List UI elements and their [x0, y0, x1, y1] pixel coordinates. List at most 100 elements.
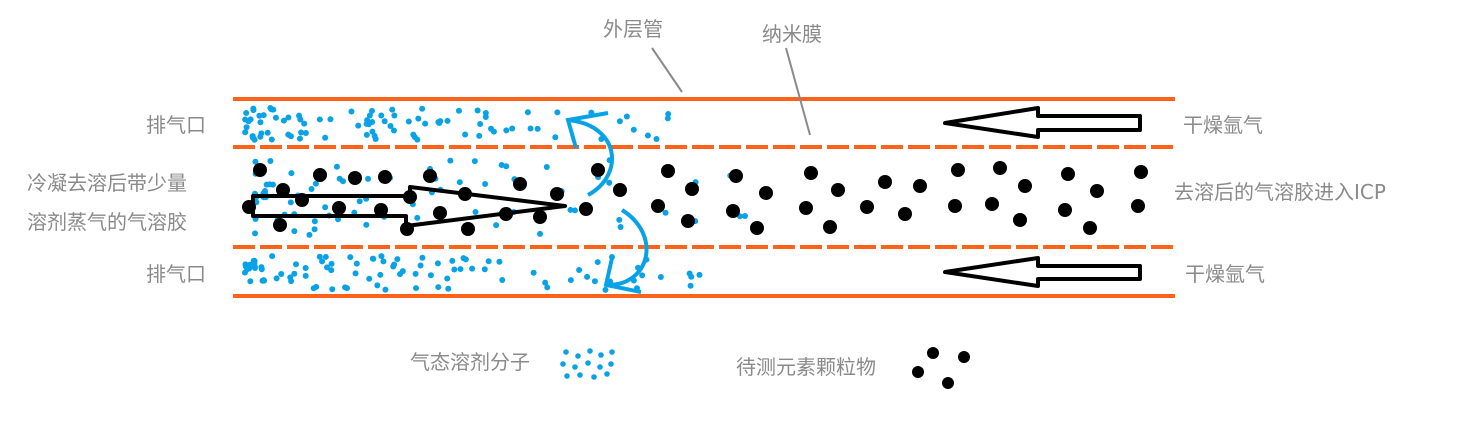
legend-particle-label: 待测元素颗粒物: [736, 355, 876, 379]
solvent-molecule: [617, 224, 624, 231]
solvent-molecule: [542, 279, 549, 286]
solvent-molecule: [447, 157, 454, 164]
solvent-molecule: [602, 286, 609, 293]
legend-solvent-label: 气态溶剂分子: [410, 350, 530, 374]
exhaust-top-label: 排气口: [146, 113, 206, 137]
solvent-molecule: [264, 129, 271, 136]
solvent-molecule: [257, 119, 264, 126]
solvent-molecule: [288, 170, 295, 177]
solvent-molecule: [368, 107, 375, 114]
legend-particle-swatch: [912, 347, 970, 389]
solvent-molecule: [310, 285, 317, 292]
solvent-molecule: [554, 109, 561, 116]
solvent-molecule: [250, 107, 257, 114]
legend-solvent-dot: [604, 371, 610, 377]
solvent-molecule: [306, 231, 313, 238]
solvent-molecule: [352, 270, 359, 277]
solvent-molecule: [567, 277, 574, 284]
solvent-molecule: [372, 135, 379, 142]
input-aerosol-label-1: 冷凝去溶后带少量: [27, 171, 187, 195]
legend-solvent-dot: [572, 364, 578, 370]
solvent-molecule: [493, 222, 500, 229]
analyte-particle: [1013, 213, 1027, 227]
solvent-molecule: [365, 175, 372, 182]
solvent-molecule: [347, 254, 354, 261]
solvent-molecule: [623, 113, 630, 120]
solvent-molecule: [544, 284, 551, 291]
solvent-molecule: [405, 118, 412, 125]
solvent-molecule: [644, 132, 651, 139]
solvent-molecule: [258, 264, 265, 271]
output-label: 去溶后的气溶胶进入ICP: [1174, 180, 1386, 204]
legend-solvent-dot: [575, 353, 581, 359]
solvent-molecule: [456, 179, 463, 186]
analyte-particle: [729, 169, 743, 183]
analyte-particle: [591, 163, 605, 177]
analyte-particle: [348, 171, 362, 185]
solvent-molecule: [477, 120, 484, 127]
solvent-molecule: [530, 269, 537, 276]
solvent-molecule: [741, 213, 748, 220]
solvent-molecule: [657, 274, 664, 281]
solvent-molecule: [503, 163, 510, 170]
solvent-molecule: [415, 115, 422, 122]
solvent-molecule: [311, 226, 318, 233]
legend-solvent-dot: [609, 349, 615, 355]
analyte-particle: [513, 177, 527, 191]
legend-solvent-dot: [563, 349, 569, 355]
analyte-particle: [685, 182, 699, 196]
analyte-particle: [613, 183, 627, 197]
solvent-molecule: [242, 261, 249, 268]
solvent-molecule: [377, 271, 384, 278]
solvent-molecule: [482, 113, 489, 120]
solvent-molecule: [537, 230, 544, 237]
solvent-molecule: [366, 112, 373, 119]
analyte-particle: [860, 200, 874, 214]
analyte-particle: [823, 220, 837, 234]
solvent-molecule: [378, 112, 385, 119]
analyte-particle: [313, 168, 327, 182]
solvent-molecule: [302, 264, 309, 271]
solvent-molecule: [390, 263, 397, 270]
solvent-molecule: [471, 158, 478, 165]
analyte-particle: [759, 186, 773, 200]
solvent-molecule: [445, 285, 452, 292]
solvent-molecule: [278, 270, 285, 277]
solvent-molecule: [247, 278, 254, 285]
solvent-molecule: [381, 118, 388, 125]
solvent-molecule: [285, 131, 292, 138]
solvent-molecule: [311, 218, 318, 225]
analyte-particle: [550, 187, 564, 201]
solvent-molecule: [316, 116, 323, 123]
solvent-molecule: [391, 112, 398, 119]
analyte-particle: [951, 163, 965, 177]
solvent-molecule: [419, 105, 426, 112]
solvent-molecule: [616, 118, 623, 125]
solvent-molecule: [363, 131, 370, 138]
solvent-molecule: [665, 111, 672, 118]
solvent-molecule: [249, 133, 256, 140]
solvent-molecule: [257, 133, 264, 140]
solvent-molecule: [250, 257, 257, 264]
solvent-molecule: [434, 260, 441, 267]
solvent-molecule: [476, 132, 483, 139]
solvent-molecule: [412, 270, 419, 277]
solvent-molecule: [543, 164, 550, 171]
analyte-particle: [1058, 203, 1072, 217]
solvent-molecule: [451, 266, 458, 273]
argon-bottom-label: 干燥氩气: [1185, 262, 1265, 286]
analyte-particle: [423, 169, 437, 183]
solvent-molecule: [382, 286, 389, 293]
legend-solvent-dot: [598, 352, 604, 358]
legend-solvent-dot: [585, 360, 591, 366]
solvent-molecule: [287, 199, 294, 206]
solvent-molecule: [591, 278, 598, 285]
argon-arrow-bottom: [943, 256, 1142, 288]
solvent-molecule: [301, 120, 308, 127]
solvent-molecule: [247, 116, 254, 123]
solvent-molecule: [366, 275, 373, 282]
solvent-molecule: [499, 277, 506, 284]
solvent-molecule: [252, 158, 259, 165]
solvent-molecules: [242, 105, 748, 293]
analyte-particle: [993, 161, 1007, 175]
